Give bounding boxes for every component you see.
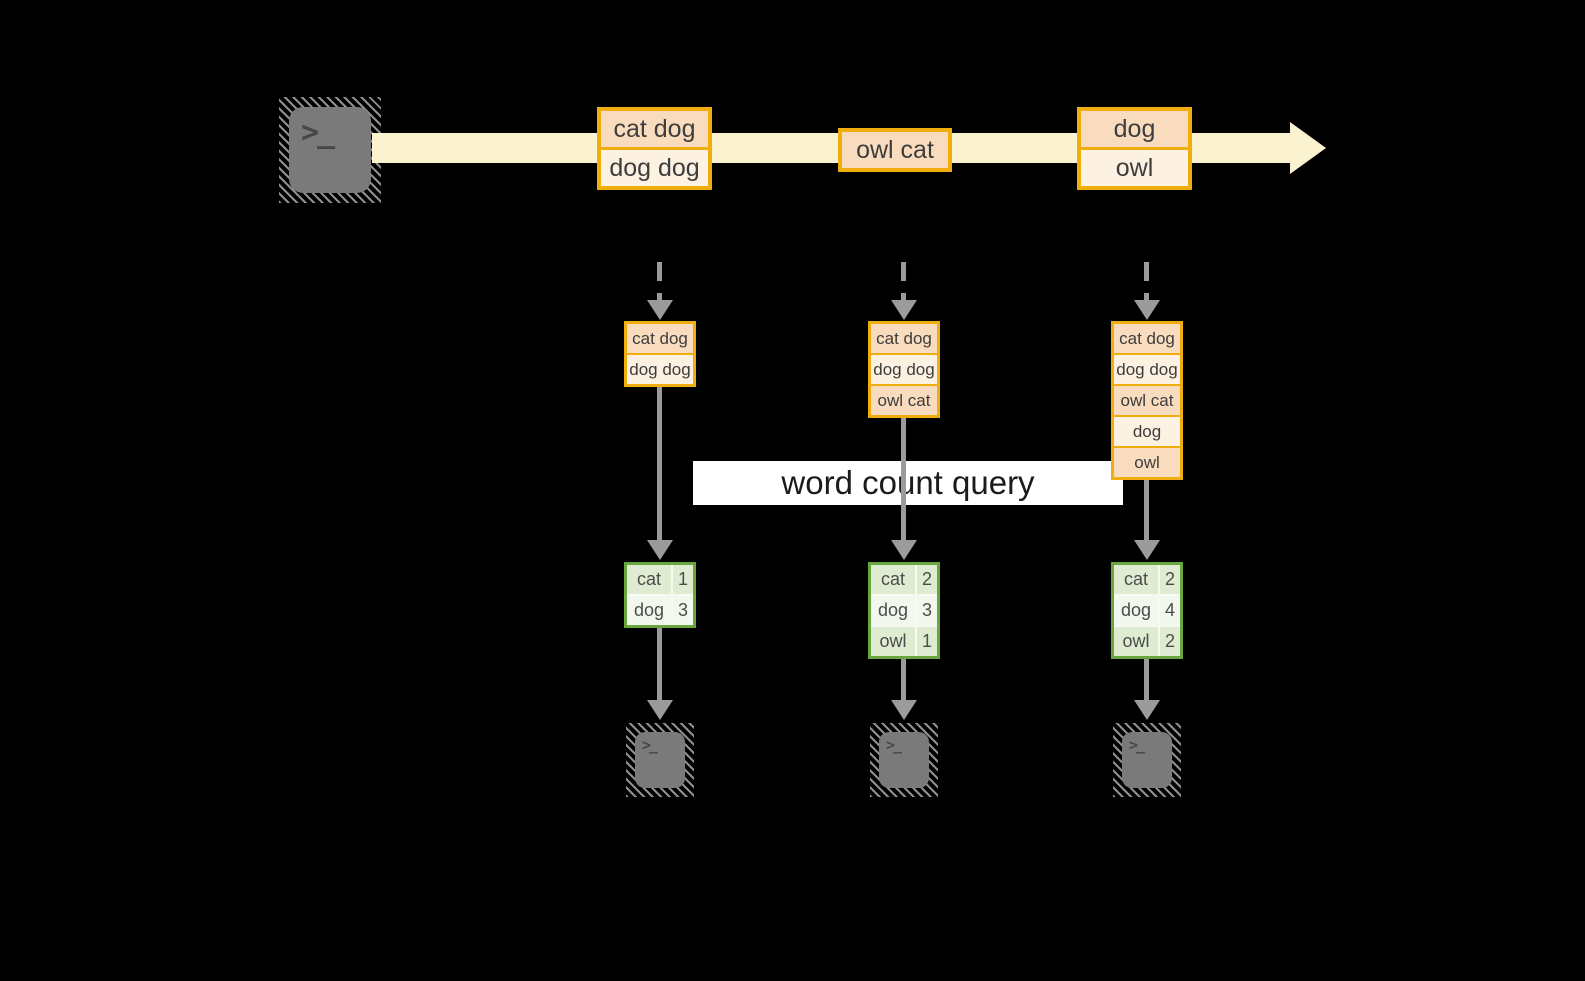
- buffer-row: dog dog: [871, 355, 937, 384]
- count-value: 2: [1160, 627, 1180, 656]
- count-table-2: cat 2 dog 3 owl 1: [868, 562, 940, 659]
- buffer-row: cat dog: [1114, 324, 1180, 353]
- output-terminal-icon-2: >_: [870, 723, 938, 797]
- event-record: owl cat: [842, 132, 948, 168]
- dashed-arrow-head-icon: [647, 300, 673, 320]
- stream-event-3: dog owl: [1077, 107, 1192, 190]
- count-word: cat: [627, 565, 671, 594]
- terminal-prompt-icon: >_: [301, 115, 335, 150]
- buffer-row: dog dog: [1114, 355, 1180, 384]
- buffer-row: dog dog: [627, 355, 693, 384]
- count-table-3: cat 2 dog 4 owl 2: [1111, 562, 1183, 659]
- dashed-arrow-stem: [901, 262, 906, 300]
- count-table-1: cat 1 dog 3: [624, 562, 696, 628]
- arrow-head-icon: [1134, 700, 1160, 720]
- arrow-stem: [1144, 480, 1149, 540]
- buffer-stack-3: cat dog dog dog owl cat dog owl: [1111, 321, 1183, 480]
- terminal-prompt-icon: >_: [886, 736, 902, 754]
- dashed-arrow-stem: [657, 262, 662, 300]
- terminal-prompt-icon: >_: [642, 736, 658, 754]
- arrow-head-icon: [647, 700, 673, 720]
- stream-event-1: cat dog dog dog: [597, 107, 712, 190]
- event-record: dog: [1081, 111, 1188, 147]
- terminal-screen: >_: [879, 732, 929, 788]
- buffer-row: dog: [1114, 417, 1180, 446]
- terminal-prompt-icon: >_: [1129, 736, 1145, 754]
- terminal-screen: >_: [289, 107, 371, 193]
- buffer-row: cat dog: [871, 324, 937, 353]
- count-word: cat: [1114, 565, 1158, 594]
- count-value: 3: [673, 596, 693, 625]
- dashed-arrow-stem: [1144, 262, 1149, 300]
- buffer-row: owl cat: [1114, 386, 1180, 415]
- query-label: word count query: [781, 464, 1035, 501]
- count-value: 1: [673, 565, 693, 594]
- count-word: cat: [871, 565, 915, 594]
- buffer-row: owl: [1114, 448, 1180, 477]
- count-word: owl: [871, 627, 915, 656]
- event-record: cat dog: [601, 111, 708, 147]
- count-value: 3: [917, 596, 937, 625]
- arrow-stem: [1144, 659, 1149, 700]
- output-terminal-icon-1: >_: [626, 723, 694, 797]
- source-terminal-icon: >_: [279, 97, 381, 203]
- buffer-stack-2: cat dog dog dog owl cat: [868, 321, 940, 418]
- buffer-stack-1: cat dog dog dog: [624, 321, 696, 387]
- stream-event-2: owl cat: [838, 128, 952, 172]
- event-record: owl: [1081, 150, 1188, 186]
- buffer-row: owl cat: [871, 386, 937, 415]
- count-word: owl: [1114, 627, 1158, 656]
- terminal-screen: >_: [635, 732, 685, 788]
- output-terminal-icon-3: >_: [1113, 723, 1181, 797]
- count-word: dog: [1114, 596, 1158, 625]
- count-value: 2: [917, 565, 937, 594]
- count-value: 4: [1160, 596, 1180, 625]
- count-value: 2: [1160, 565, 1180, 594]
- count-word: dog: [871, 596, 915, 625]
- terminal-screen: >_: [1122, 732, 1172, 788]
- stream-arrowhead-icon: [1290, 122, 1326, 174]
- dashed-arrow-head-icon: [1134, 300, 1160, 320]
- arrow-head-icon: [647, 540, 673, 560]
- event-record: dog dog: [601, 150, 708, 186]
- arrow-stem: [657, 628, 662, 700]
- arrow-head-icon: [1134, 540, 1160, 560]
- count-word: dog: [627, 596, 671, 625]
- arrow-stem: [901, 418, 906, 540]
- arrow-head-icon: [891, 540, 917, 560]
- count-value: 1: [917, 627, 937, 656]
- arrow-head-icon: [891, 700, 917, 720]
- dashed-arrow-head-icon: [891, 300, 917, 320]
- arrow-stem: [901, 659, 906, 700]
- buffer-row: cat dog: [627, 324, 693, 353]
- word-count-query-banner: word count query: [693, 461, 1123, 505]
- arrow-stem: [657, 387, 662, 540]
